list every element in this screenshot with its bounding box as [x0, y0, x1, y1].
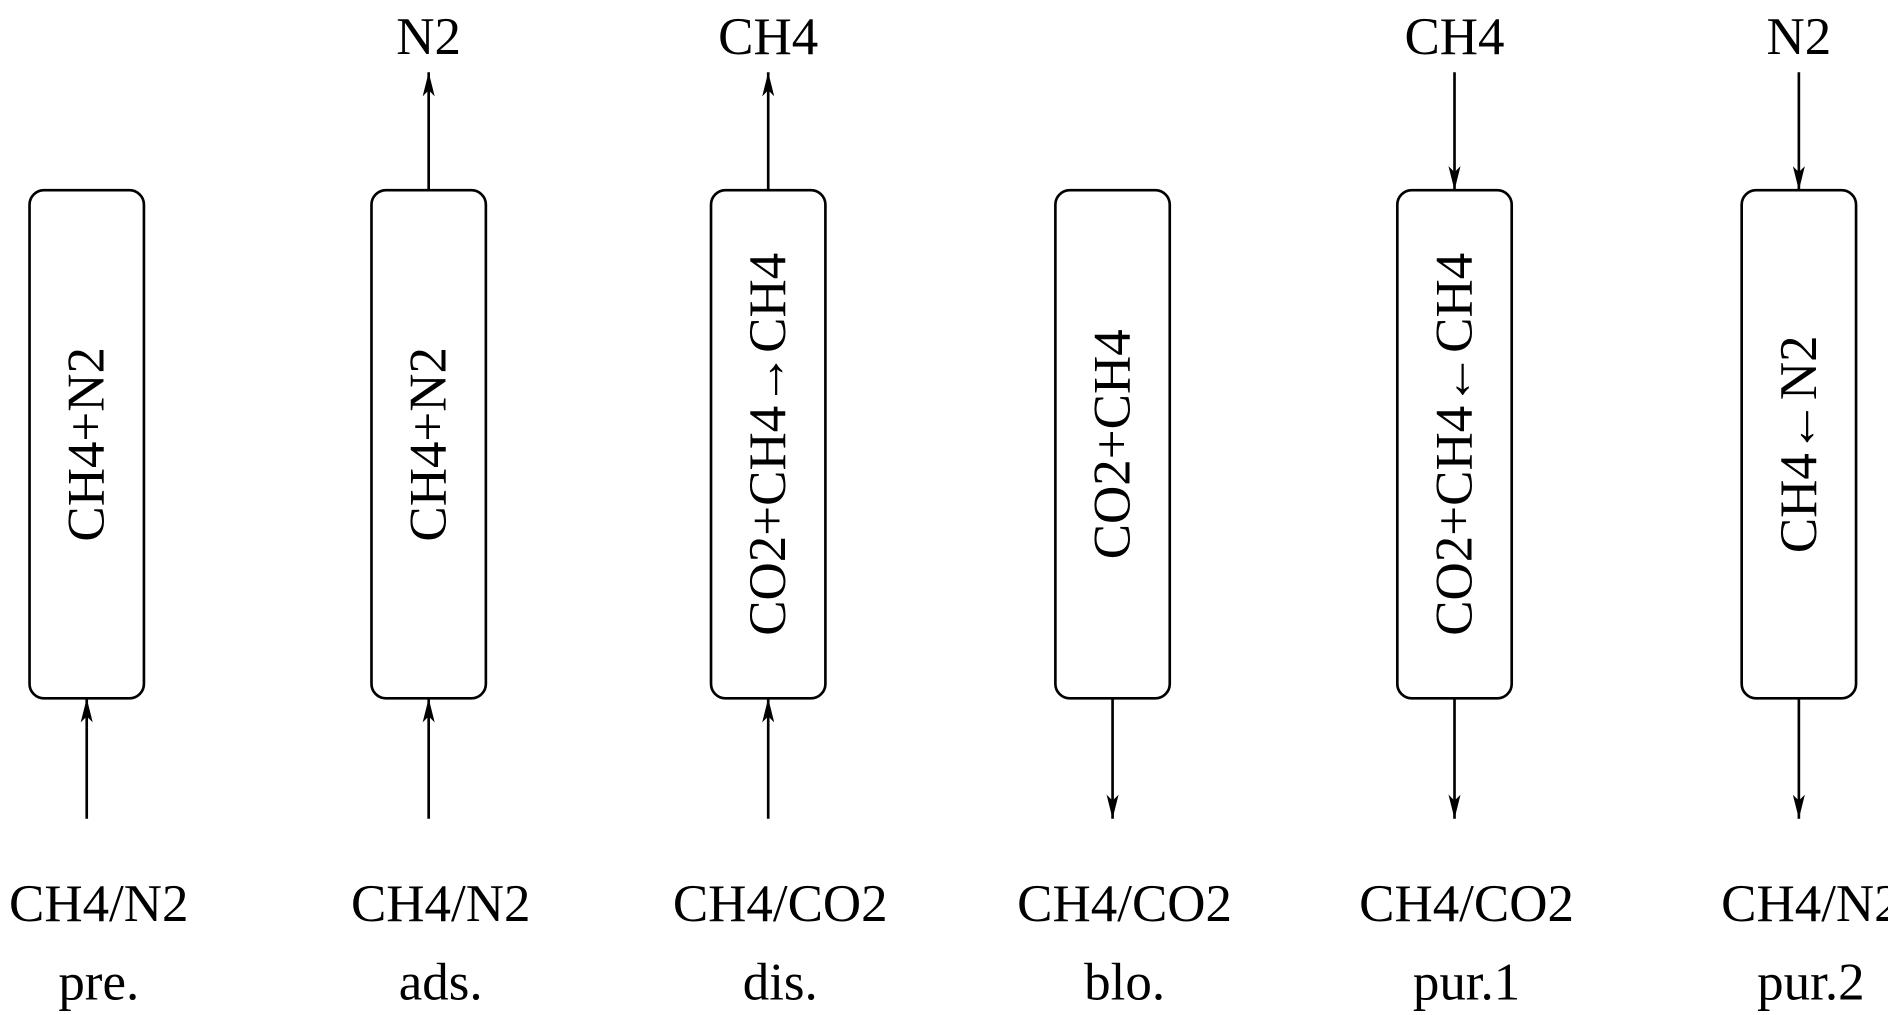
gas-mixture-label: CH4/N2 [351, 875, 531, 933]
column-content-label: CH4+N2 [58, 347, 116, 542]
gas-mixture-label: CH4/CO2 [673, 875, 888, 933]
gas-mixture-label: CH4/N2 [1721, 875, 1888, 933]
column-content-label: CH4+N2 [400, 347, 458, 542]
step-name-label: ads. [399, 953, 483, 1011]
step-name-label: blo. [1084, 953, 1165, 1011]
column-content-label: CH4←N2 [1770, 335, 1828, 553]
step-name-label: pur.2 [1757, 953, 1864, 1011]
column-content-label: CO2+CH4 [1084, 329, 1142, 559]
column-content-label: CO2+CH4→CH4 [739, 253, 797, 636]
step-name-label: pur.1 [1413, 953, 1520, 1011]
top-gas-label: CH4 [718, 8, 818, 66]
gas-mixture-label: CH4/CO2 [1017, 875, 1232, 933]
column-content-label: CO2+CH4←CH4 [1426, 253, 1484, 636]
top-gas-label: N2 [396, 8, 461, 66]
top-gas-label: N2 [1766, 8, 1831, 66]
gas-mixture-label: CH4/N2 [9, 875, 189, 933]
step-name-label: dis. [743, 953, 818, 1011]
gas-mixture-label: CH4/CO2 [1359, 875, 1574, 933]
step-name-label: pre. [58, 953, 139, 1011]
top-gas-label: CH4 [1404, 8, 1504, 66]
